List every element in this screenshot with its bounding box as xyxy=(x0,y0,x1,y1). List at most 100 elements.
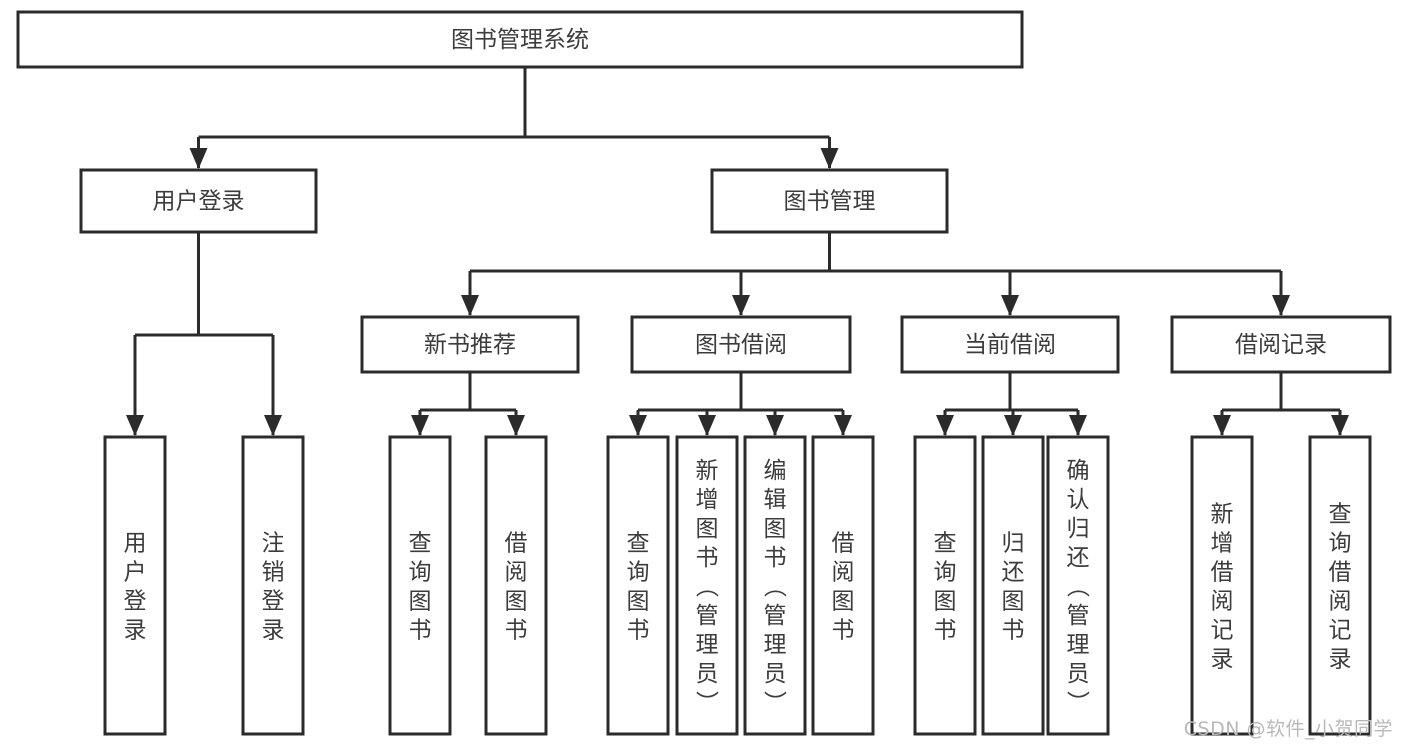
svg-text:录: 录 xyxy=(1211,647,1234,673)
svg-text:户: 户 xyxy=(124,560,147,586)
arrow-head-icon xyxy=(834,415,852,436)
node-new-book-recommend-label: 新书推荐 xyxy=(424,332,516,358)
watermark-label: CSDN @软件_小贺同学 xyxy=(1183,718,1393,740)
node-new-book-recommend[interactable]: 新书推荐 xyxy=(360,315,580,374)
node-root[interactable]: 图书管理系统 xyxy=(16,10,1024,69)
node-br-query-record-box[interactable] xyxy=(1308,435,1372,736)
node-user-login-do-box[interactable] xyxy=(103,435,167,736)
node-nbr-borrow-book-box[interactable] xyxy=(484,435,548,736)
svg-text:记: 记 xyxy=(1211,618,1234,644)
node-nbr-query-book-box[interactable] xyxy=(388,435,452,736)
node-user-login-label: 用户登录 xyxy=(153,189,245,215)
svg-text:阅: 阅 xyxy=(1329,589,1352,615)
svg-text:新: 新 xyxy=(1211,502,1234,528)
node-new-book-recommend-box[interactable] xyxy=(360,315,580,374)
svg-text:图: 图 xyxy=(505,589,528,615)
svg-text:书: 书 xyxy=(505,618,528,644)
svg-text:询: 询 xyxy=(627,560,650,586)
svg-text:还: 还 xyxy=(1067,545,1090,571)
node-book-manage[interactable]: 图书管理 xyxy=(710,168,949,234)
node-current-borrow-box[interactable] xyxy=(900,315,1120,374)
svg-text:借: 借 xyxy=(832,531,855,557)
svg-text:销: 销 xyxy=(262,560,285,586)
svg-text:用: 用 xyxy=(124,531,147,557)
node-bb-borrow-book-box[interactable] xyxy=(811,435,875,736)
node-borrow-record-box[interactable] xyxy=(1170,315,1392,374)
arrow-head-icon xyxy=(1001,295,1019,316)
node-book-borrow-label: 图书借阅 xyxy=(695,332,787,358)
arrow-head-icon xyxy=(820,148,839,169)
arrow-head-icon xyxy=(698,415,716,436)
svg-text:）: ） xyxy=(761,691,787,714)
arrow-head-icon xyxy=(189,148,208,169)
svg-text:）: ） xyxy=(1064,691,1090,714)
node-book-borrow[interactable]: 图书借阅 xyxy=(630,315,852,374)
svg-text:理: 理 xyxy=(696,632,719,658)
node-cb-query-book-box[interactable] xyxy=(913,435,977,736)
svg-text:书: 书 xyxy=(696,545,719,571)
node-user-login-box[interactable] xyxy=(79,168,318,234)
arrow-head-icon xyxy=(1004,415,1022,436)
node-cb-return-book-box[interactable] xyxy=(981,435,1045,736)
svg-text:员: 员 xyxy=(764,661,787,687)
svg-text:编: 编 xyxy=(764,458,787,484)
arrow-head-icon xyxy=(264,415,282,436)
svg-text:录: 录 xyxy=(124,618,147,644)
svg-text:书: 书 xyxy=(764,545,787,571)
node-book-borrow-box[interactable] xyxy=(630,315,852,374)
svg-text:询: 询 xyxy=(934,560,957,586)
node-current-borrow[interactable]: 当前借阅 xyxy=(900,315,1120,374)
node-user-logout-box[interactable] xyxy=(241,435,305,736)
svg-text:增: 增 xyxy=(1211,531,1234,557)
node-user-login[interactable]: 用户登录 xyxy=(79,168,318,234)
svg-text:录: 录 xyxy=(1329,647,1352,673)
svg-text:借: 借 xyxy=(505,531,528,557)
node-bb-query-book-box[interactable] xyxy=(606,435,670,736)
svg-text:书: 书 xyxy=(1002,618,1025,644)
node-br-add-record-box[interactable] xyxy=(1190,435,1254,736)
node-borrow-record[interactable]: 借阅记录 xyxy=(1170,315,1392,374)
svg-text:记: 记 xyxy=(1329,618,1352,644)
node-layer: 图书管理系统用户登录图书管理用户登录注销登录新书推荐查询图书借阅图书图书借阅查询… xyxy=(16,10,1392,736)
svg-text:书: 书 xyxy=(934,618,957,644)
arrow-head-icon xyxy=(732,295,750,316)
svg-text:辑: 辑 xyxy=(764,487,787,513)
svg-text:借: 借 xyxy=(1211,560,1234,586)
arrow-head-icon xyxy=(1213,415,1231,436)
svg-text:阅: 阅 xyxy=(1211,589,1234,615)
node-root-label: 图书管理系统 xyxy=(451,27,589,53)
svg-text:图: 图 xyxy=(832,589,855,615)
svg-text:图: 图 xyxy=(764,516,787,542)
node-cb-confirm-return-box[interactable] xyxy=(1046,435,1110,736)
svg-text:登: 登 xyxy=(124,589,147,615)
node-bb-add-book-box[interactable] xyxy=(675,435,739,736)
node-book-manage-box[interactable] xyxy=(710,168,949,234)
svg-text:图: 图 xyxy=(696,516,719,542)
node-root-box[interactable] xyxy=(16,10,1024,69)
node-user-login-do[interactable]: 用户登录 xyxy=(103,435,167,736)
svg-text:认: 认 xyxy=(1067,487,1090,513)
svg-text:录: 录 xyxy=(262,618,285,644)
svg-text:图: 图 xyxy=(627,589,650,615)
node-bb-edit-book-box[interactable] xyxy=(743,435,807,736)
arrow-head-icon xyxy=(766,415,784,436)
svg-text:员: 员 xyxy=(696,661,719,687)
